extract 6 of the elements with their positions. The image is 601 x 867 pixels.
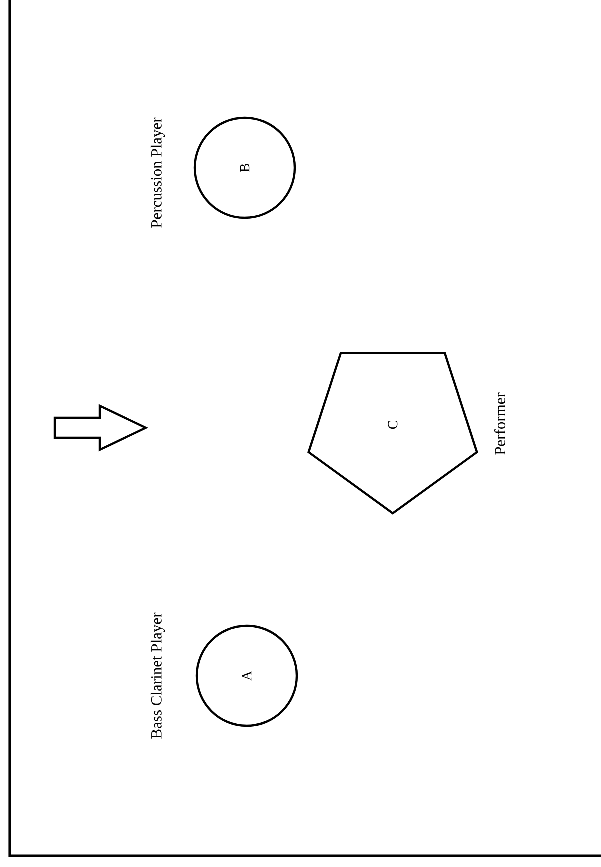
node-label: Bass Clarinet Player bbox=[150, 612, 166, 739]
circle-node: A bbox=[196, 624, 298, 728]
node-label: Percussion Player bbox=[150, 118, 166, 228]
circle-node: B bbox=[194, 116, 296, 220]
node-label: Performer bbox=[494, 392, 506, 455]
pentagon-node: C bbox=[308, 352, 478, 515]
